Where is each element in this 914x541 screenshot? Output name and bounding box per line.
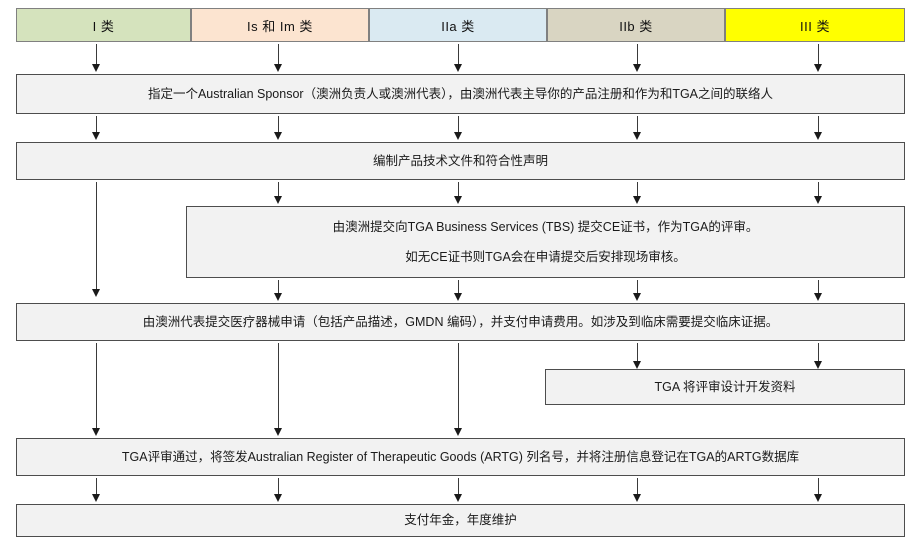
step-text: 指定一个Australian Sponsor（澳洲负责人或澳洲代表），由澳洲代表… xyxy=(147,86,774,101)
connector-line xyxy=(637,478,638,496)
arrow-head-icon xyxy=(633,196,641,204)
connector-line xyxy=(637,343,638,363)
connector-line xyxy=(637,182,638,198)
arrow-head-icon xyxy=(274,132,282,140)
class-header-label: I 类 xyxy=(92,18,115,34)
class-header-label: III 类 xyxy=(800,18,830,34)
class-header-label: Is 和 Im 类 xyxy=(247,18,313,34)
connector-line xyxy=(637,116,638,134)
connector-line xyxy=(818,478,819,496)
class-header-label: IIa 类 xyxy=(441,18,475,34)
step-text: 支付年金，年度维护 xyxy=(404,513,517,528)
arrow-head-icon xyxy=(454,494,462,502)
connector-line xyxy=(818,343,819,363)
arrow-head-icon xyxy=(274,428,282,436)
connector-line-bypass xyxy=(458,343,459,430)
step-text: 如无CE证书则TGA会在申请提交后安排现场审核。 xyxy=(405,250,686,264)
arrow-head-icon xyxy=(454,196,462,204)
connector-line xyxy=(637,280,638,295)
step-text: 由澳洲提交向TGA Business Services (TBS) 提交CE证书… xyxy=(332,219,759,234)
connector-line xyxy=(96,478,97,496)
arrow-head-icon xyxy=(274,494,282,502)
connector-line xyxy=(458,280,459,295)
step-box-annual-fee[interactable]: 支付年金，年度维护 xyxy=(16,504,905,537)
arrow-head-icon xyxy=(633,494,641,502)
arrow-head-icon xyxy=(814,293,822,301)
connector-line xyxy=(96,116,97,134)
arrow-head-icon xyxy=(92,494,100,502)
arrow-head-icon xyxy=(454,64,462,72)
arrow-head-icon xyxy=(92,289,100,297)
arrow-head-icon xyxy=(454,293,462,301)
arrow-head-icon xyxy=(633,64,641,72)
arrow-head-icon xyxy=(454,428,462,436)
arrow-head-icon xyxy=(814,361,822,369)
connector-line xyxy=(818,44,819,66)
class-header-item-2[interactable]: Is 和 Im 类 xyxy=(191,8,369,42)
class-header-label: IIb 类 xyxy=(619,18,653,34)
step-box-technical-file[interactable]: 编制产品技术文件和符合性声明 xyxy=(16,142,905,180)
connector-line xyxy=(458,478,459,496)
class-header-item-4[interactable]: IIb 类 xyxy=(547,8,725,42)
connector-line xyxy=(458,116,459,134)
arrow-head-icon xyxy=(274,293,282,301)
arrow-head-icon xyxy=(633,132,641,140)
arrow-head-icon xyxy=(274,196,282,204)
arrow-head-icon xyxy=(274,64,282,72)
arrow-head-icon xyxy=(92,132,100,140)
connector-line xyxy=(818,280,819,295)
step-text: 由澳洲代表提交医疗器械申请（包括产品描述，GMDN 编码），并支付申请费用。如涉… xyxy=(142,314,779,329)
connector-line xyxy=(96,44,97,66)
class-header-item-3[interactable]: IIa 类 xyxy=(369,8,547,42)
step-box-artg-listing[interactable]: TGA评审通过，将签发Australian Register of Therap… xyxy=(16,438,905,476)
arrow-head-icon xyxy=(454,132,462,140)
step-text: 编制产品技术文件和符合性声明 xyxy=(372,153,548,168)
class-header-item-5[interactable]: III 类 xyxy=(725,8,905,42)
connector-line xyxy=(818,116,819,134)
connector-line-bypass xyxy=(278,343,279,430)
step-text: TGA评审通过，将签发Australian Register of Therap… xyxy=(121,449,800,464)
arrow-head-icon xyxy=(92,428,100,436)
connector-line-bypass xyxy=(96,182,97,291)
arrow-head-icon xyxy=(633,361,641,369)
arrow-head-icon xyxy=(814,64,822,72)
connector-line xyxy=(458,44,459,66)
step-box-application[interactable]: 由澳洲代表提交医疗器械申请（包括产品描述，GMDN 编码），并支付申请费用。如涉… xyxy=(16,303,905,341)
arrow-head-icon xyxy=(633,293,641,301)
connector-line xyxy=(818,182,819,198)
step-text: TGA 将评审设计开发资料 xyxy=(654,379,796,394)
arrow-head-icon xyxy=(814,196,822,204)
connector-line xyxy=(278,116,279,134)
step-box-design-review[interactable]: TGA 将评审设计开发资料 xyxy=(545,369,905,405)
connector-line xyxy=(278,182,279,198)
connector-line xyxy=(278,478,279,496)
step-box-ce-certificate[interactable]: 由澳洲提交向TGA Business Services (TBS) 提交CE证书… xyxy=(186,206,905,278)
connector-line-bypass xyxy=(96,343,97,430)
arrow-head-icon xyxy=(92,64,100,72)
arrow-head-icon xyxy=(814,494,822,502)
connector-line xyxy=(458,182,459,198)
arrow-head-icon xyxy=(814,132,822,140)
class-header-item-1[interactable]: I 类 xyxy=(16,8,191,42)
connector-line xyxy=(637,44,638,66)
connector-line xyxy=(278,44,279,66)
step-box-sponsor[interactable]: 指定一个Australian Sponsor（澳洲负责人或澳洲代表），由澳洲代表… xyxy=(16,74,905,114)
connector-line xyxy=(278,280,279,295)
